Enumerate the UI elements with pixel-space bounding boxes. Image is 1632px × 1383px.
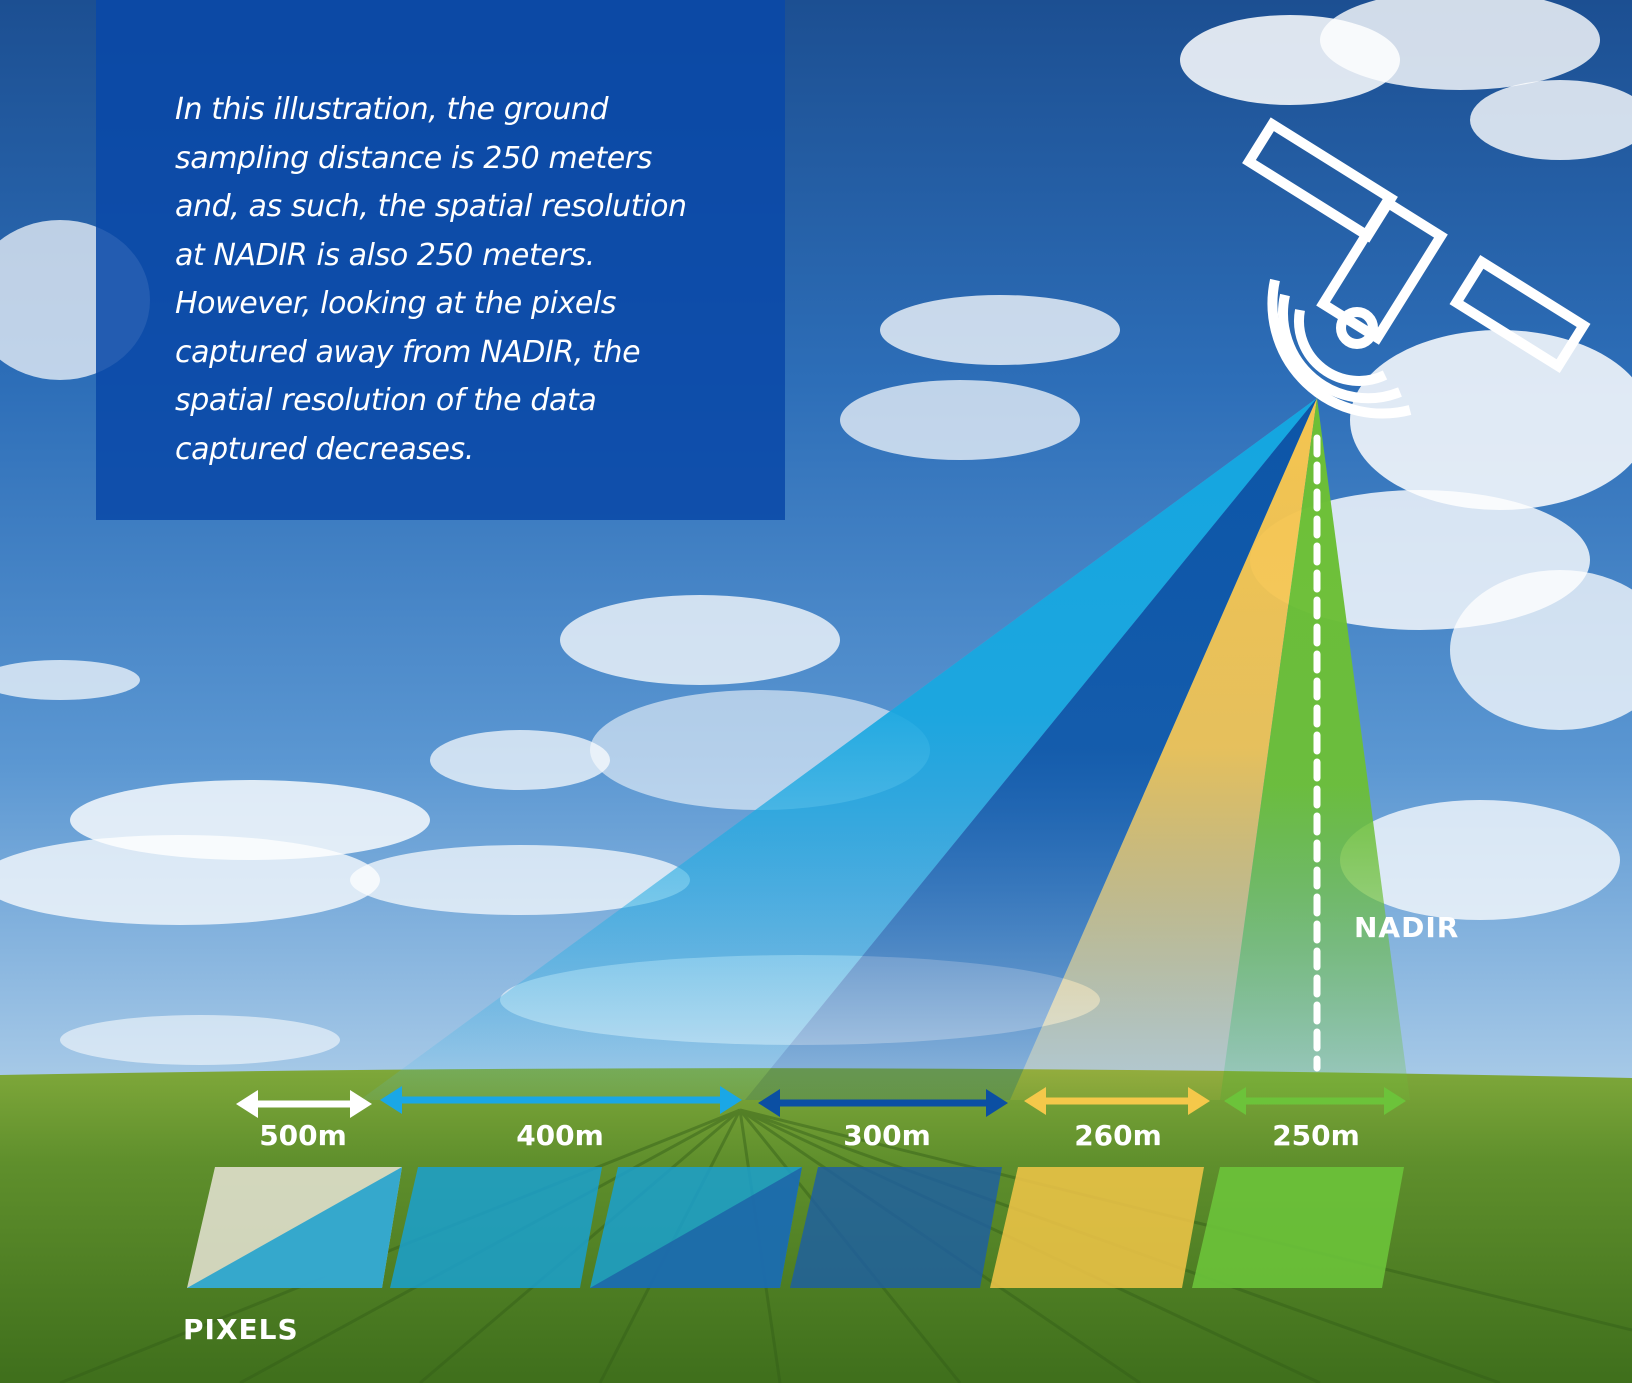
- pixel-400m-b-shade: [590, 1167, 802, 1288]
- pixel-400m-a: [390, 1167, 602, 1288]
- beam-260m: [1010, 398, 1317, 1100]
- beam-300m: [745, 398, 1317, 1100]
- arrow-500m: [236, 1090, 372, 1118]
- distance-label-500m: 500m: [259, 1119, 347, 1152]
- pixels-label: PIXELS: [183, 1313, 299, 1346]
- pixel-250m: [1192, 1167, 1404, 1288]
- distance-label-300m: 300m: [843, 1119, 931, 1152]
- pixel-500m-cyan: [187, 1167, 402, 1288]
- nadir-label: NADIR: [1354, 911, 1459, 944]
- arrow-250m: [1224, 1087, 1406, 1115]
- description-text: In this illustration, the ground samplin…: [175, 92, 687, 467]
- arrow-260m: [1024, 1087, 1210, 1115]
- arrow-400m: [380, 1086, 742, 1114]
- distance-label-400m: 400m: [516, 1119, 604, 1152]
- description-box: In this illustration, the ground samplin…: [96, 0, 785, 520]
- distance-label-250m: 250m: [1272, 1119, 1360, 1152]
- arrow-300m: [758, 1089, 1008, 1117]
- pixels: [187, 1167, 1404, 1288]
- beam-400m: [360, 398, 1317, 1100]
- pixel-260m: [990, 1167, 1204, 1288]
- distance-arrows: [236, 1086, 1406, 1118]
- distance-label-260m: 260m: [1074, 1119, 1162, 1152]
- pixel-300m: [790, 1167, 1002, 1288]
- satellite-icon: [1242, 117, 1591, 419]
